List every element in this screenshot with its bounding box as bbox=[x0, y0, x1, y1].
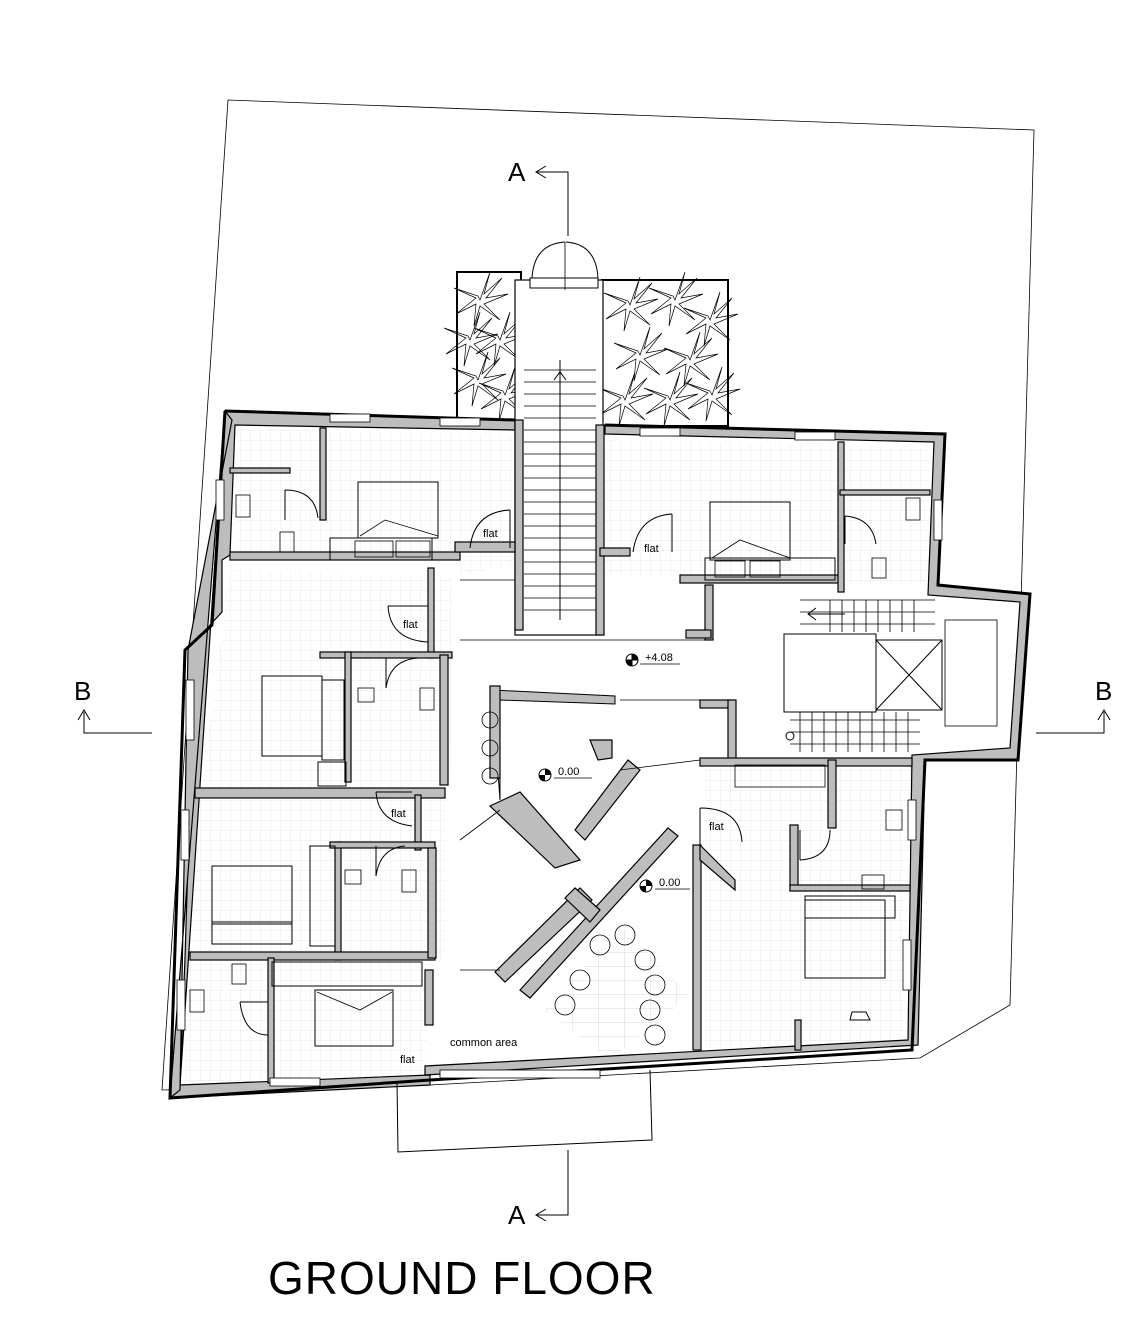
doors bbox=[239, 489, 877, 1036]
drawing-title: GROUND FLOOR bbox=[268, 1252, 656, 1304]
flat-label-se: flat bbox=[709, 821, 724, 833]
flat-label-nw: flat bbox=[483, 528, 498, 540]
east-staircase bbox=[783, 599, 998, 752]
circulation-lines bbox=[459, 579, 705, 971]
central-staircase bbox=[514, 241, 605, 636]
flat-label-ne: flat bbox=[644, 543, 659, 555]
common-area-label: common area bbox=[450, 1037, 518, 1049]
level-marker-ground-2 bbox=[639, 879, 690, 893]
level-ground-2-value: 0.00 bbox=[659, 877, 680, 889]
site-boundary bbox=[161, 99, 1035, 1091]
section-marker-a-top: A bbox=[508, 157, 526, 187]
flat-label-w2: flat bbox=[391, 808, 406, 820]
level-marker-upper bbox=[625, 653, 680, 667]
level-upper-value: +4.08 bbox=[645, 652, 673, 664]
level-ground-1-value: 0.00 bbox=[558, 766, 579, 778]
section-marker-a-bottom: A bbox=[508, 1200, 526, 1230]
interior-walls bbox=[189, 427, 931, 1084]
section-line-b-right bbox=[1036, 709, 1111, 734]
flat-label-w1: flat bbox=[403, 619, 418, 631]
section-line-a-bottom bbox=[535, 1150, 569, 1222]
level-marker-ground-1 bbox=[538, 768, 592, 782]
section-marker-b-left: B bbox=[74, 676, 91, 706]
section-line-b-left bbox=[77, 709, 152, 734]
floor-tiles bbox=[185, 428, 930, 1082]
planter-right bbox=[598, 271, 741, 427]
section-marker-b-right: B bbox=[1095, 676, 1112, 706]
windows bbox=[176, 413, 943, 1087]
section-line-a-top bbox=[535, 165, 569, 236]
entrance-canopy bbox=[396, 1069, 653, 1153]
furniture bbox=[189, 481, 921, 1047]
flat-label-sw: flat bbox=[400, 1054, 415, 1066]
